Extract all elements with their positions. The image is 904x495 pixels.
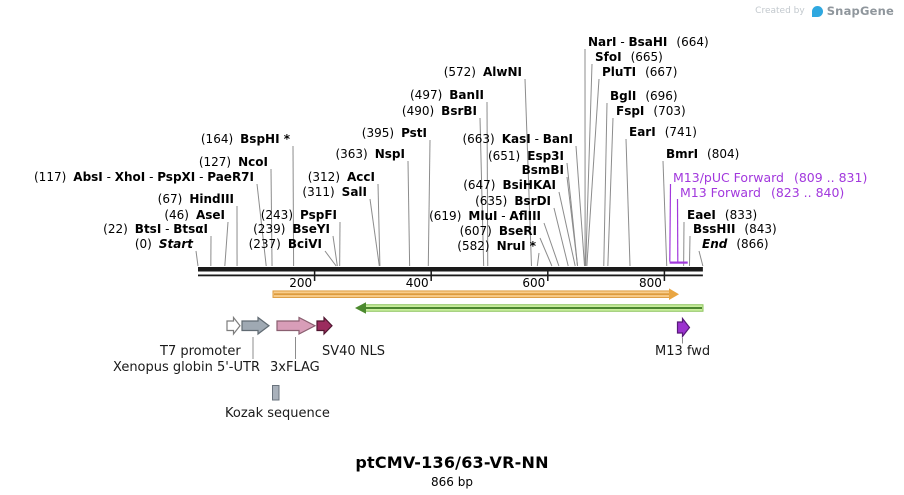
feature-label-M13-fwd: M13 fwd [655,344,711,359]
site-label-MluI: (619)MluI - AflIII [429,209,541,223]
site-label-SfoI: SfoI(665) [595,50,663,64]
site-label-NarI: NarI - BsaHI(664) [588,35,709,49]
site-label-BseRI: (607)BseRI [459,224,537,238]
site-label-BanII: (497)BanII [410,88,484,102]
plasmid-title: ptCMV-136/63-VR-NN [355,453,549,472]
site-label-Esp3I: (651)Esp3I [487,149,564,163]
site-label-BsrBI: (490)BsrBI [401,104,477,118]
site-leader-MluI [543,222,560,267]
site-leader-BsiHKAI [558,191,576,267]
feature-arrow-SV40-NLS [316,316,333,336]
primer-region-bar [669,261,688,264]
created-by-text: Created by [755,6,805,16]
site-leader-PluTI [586,78,600,267]
ruler-label-400: 400 [406,276,429,290]
site-leader-EarI [625,138,631,267]
site-leader-BspHI [292,145,295,267]
feature-box-kozak [272,385,280,401]
plasmid-length: 866 bp [431,475,473,489]
site-leader-AlwNI [524,78,532,267]
site-label-SalI: (311)SalI [302,185,367,199]
site-label-AseI: (46)AseI [164,208,225,222]
primer-label-M13pUCForward: M13/pUC Forward(809 .. 831) [673,170,868,185]
site-leader-KasI [575,145,586,267]
site-leader-AccI [377,183,381,267]
feature-arrow-M13-fwd [676,316,691,339]
ruler-label-800: 800 [639,276,662,290]
ruler-label-600: 600 [522,276,545,290]
site-label-BmrI: BmrI(804) [666,147,740,161]
site-leader-BsrBI [479,117,485,267]
site-label-PstI: (395)PstI [361,126,427,140]
site-label-EarI: EarI(741) [629,125,697,139]
site-leader-NspI [407,160,411,267]
snapgene-droplet-icon [811,5,823,17]
site-leader-NruI [536,252,540,267]
site-leader-BmrI [662,160,668,267]
feature-label-SV40-NLS: SV40 NLS [322,344,386,359]
site-label-BsiHKAI: (647)BsiHKAI [463,178,556,192]
feature-label-T7-promoter: T7 promoter [160,344,241,359]
site-label-FspI: FspI(703) [616,104,686,118]
site-leader-End [698,250,704,267]
site-leader-BsrDI [553,207,569,267]
site-label-HindIII: (67)HindIII [157,192,234,206]
site-label-EaeI: EaeI(833) [687,208,758,222]
site-leader-BciVI [324,250,337,267]
read-reverse-green-head [355,302,366,314]
site-label-BssHII: BssHII(843) [693,222,777,236]
read-reverse-green-core [365,307,702,309]
site-leader-BseYI [332,235,338,267]
snapgene-watermark: Created by SnapGene [755,4,894,18]
site-label-BseYI: (239)BseYI [253,222,330,236]
site-leader-AseI [224,221,229,267]
site-leader-SalI [369,198,380,267]
site-leader-NcoI [270,168,273,267]
map-footer: ptCMV-136/63-VR-NN 866 bp [0,453,904,489]
site-label-BglI: BglI(696) [610,89,678,103]
site-label-PspFI: (243)PspFI [260,208,337,222]
primer-leader-M13pUCForward [669,183,672,262]
feature-arrow-3xFLAG [276,316,317,335]
site-label-BciVI: (237)BciVI [248,237,322,251]
site-leader-BsmBI [566,176,579,267]
site-label-KasI: (663)KasI - BanI [462,132,573,146]
ruler-label-200: 200 [289,276,312,290]
site-leader-BanII [486,101,489,267]
read-forward-orange-core [274,293,670,296]
site-label-AlwNI: (572)AlwNI [443,65,522,79]
read-forward-orange-head [669,288,679,300]
sequence-bar [198,267,703,272]
site-leader-BseRI [539,237,553,267]
site-label-PluTI: PluTI(667) [602,65,678,79]
site-leader-BglI [603,102,608,267]
site-label-NruI: (582)NruI * [457,239,536,253]
site-leader-Start [195,250,199,267]
site-leader-PstI [427,139,431,267]
site-label-End: End(866) [702,237,769,251]
site-label-BsrDI: (635)BsrDI [475,194,551,208]
feature-label-3xFLAG: 3xFLAG [270,360,320,375]
site-leader-AbsI [256,183,267,267]
site-label-AbsI: (117)AbsI - XhoI - PspXI - PaeR7I [34,170,254,184]
feature-label-Kozak-sequence: Kozak sequence [225,406,330,421]
primer-label-M13Forward: M13 Forward(823 .. 840) [680,185,845,200]
sequence-line [198,274,703,277]
site-leader-SfoI [585,63,593,267]
site-label-AccI: (312)AccI [307,170,375,184]
site-leader-BssHII [688,235,691,267]
snapgene-brand-text: SnapGene [826,4,894,18]
site-leader-FspI [607,117,614,267]
site-label-BtsI: (22)BtsI - BtsαI [103,222,208,236]
site-label-NcoI: (127)NcoI [198,155,268,169]
feature-arrow-Xenopus-globin-5--UTR [241,316,270,336]
site-label-BspHI: (164)BspHI * [200,132,290,146]
site-label-BsmBI: BsmBI [521,163,564,177]
feature-arrow-T7-promoter [226,315,241,336]
site-label-NspI: (363)NspI [335,147,405,161]
feature-label-Xenopus-globin-5--UTR: Xenopus globin 5'-UTR [113,360,260,375]
site-label-Start: (0)Start [134,237,193,251]
